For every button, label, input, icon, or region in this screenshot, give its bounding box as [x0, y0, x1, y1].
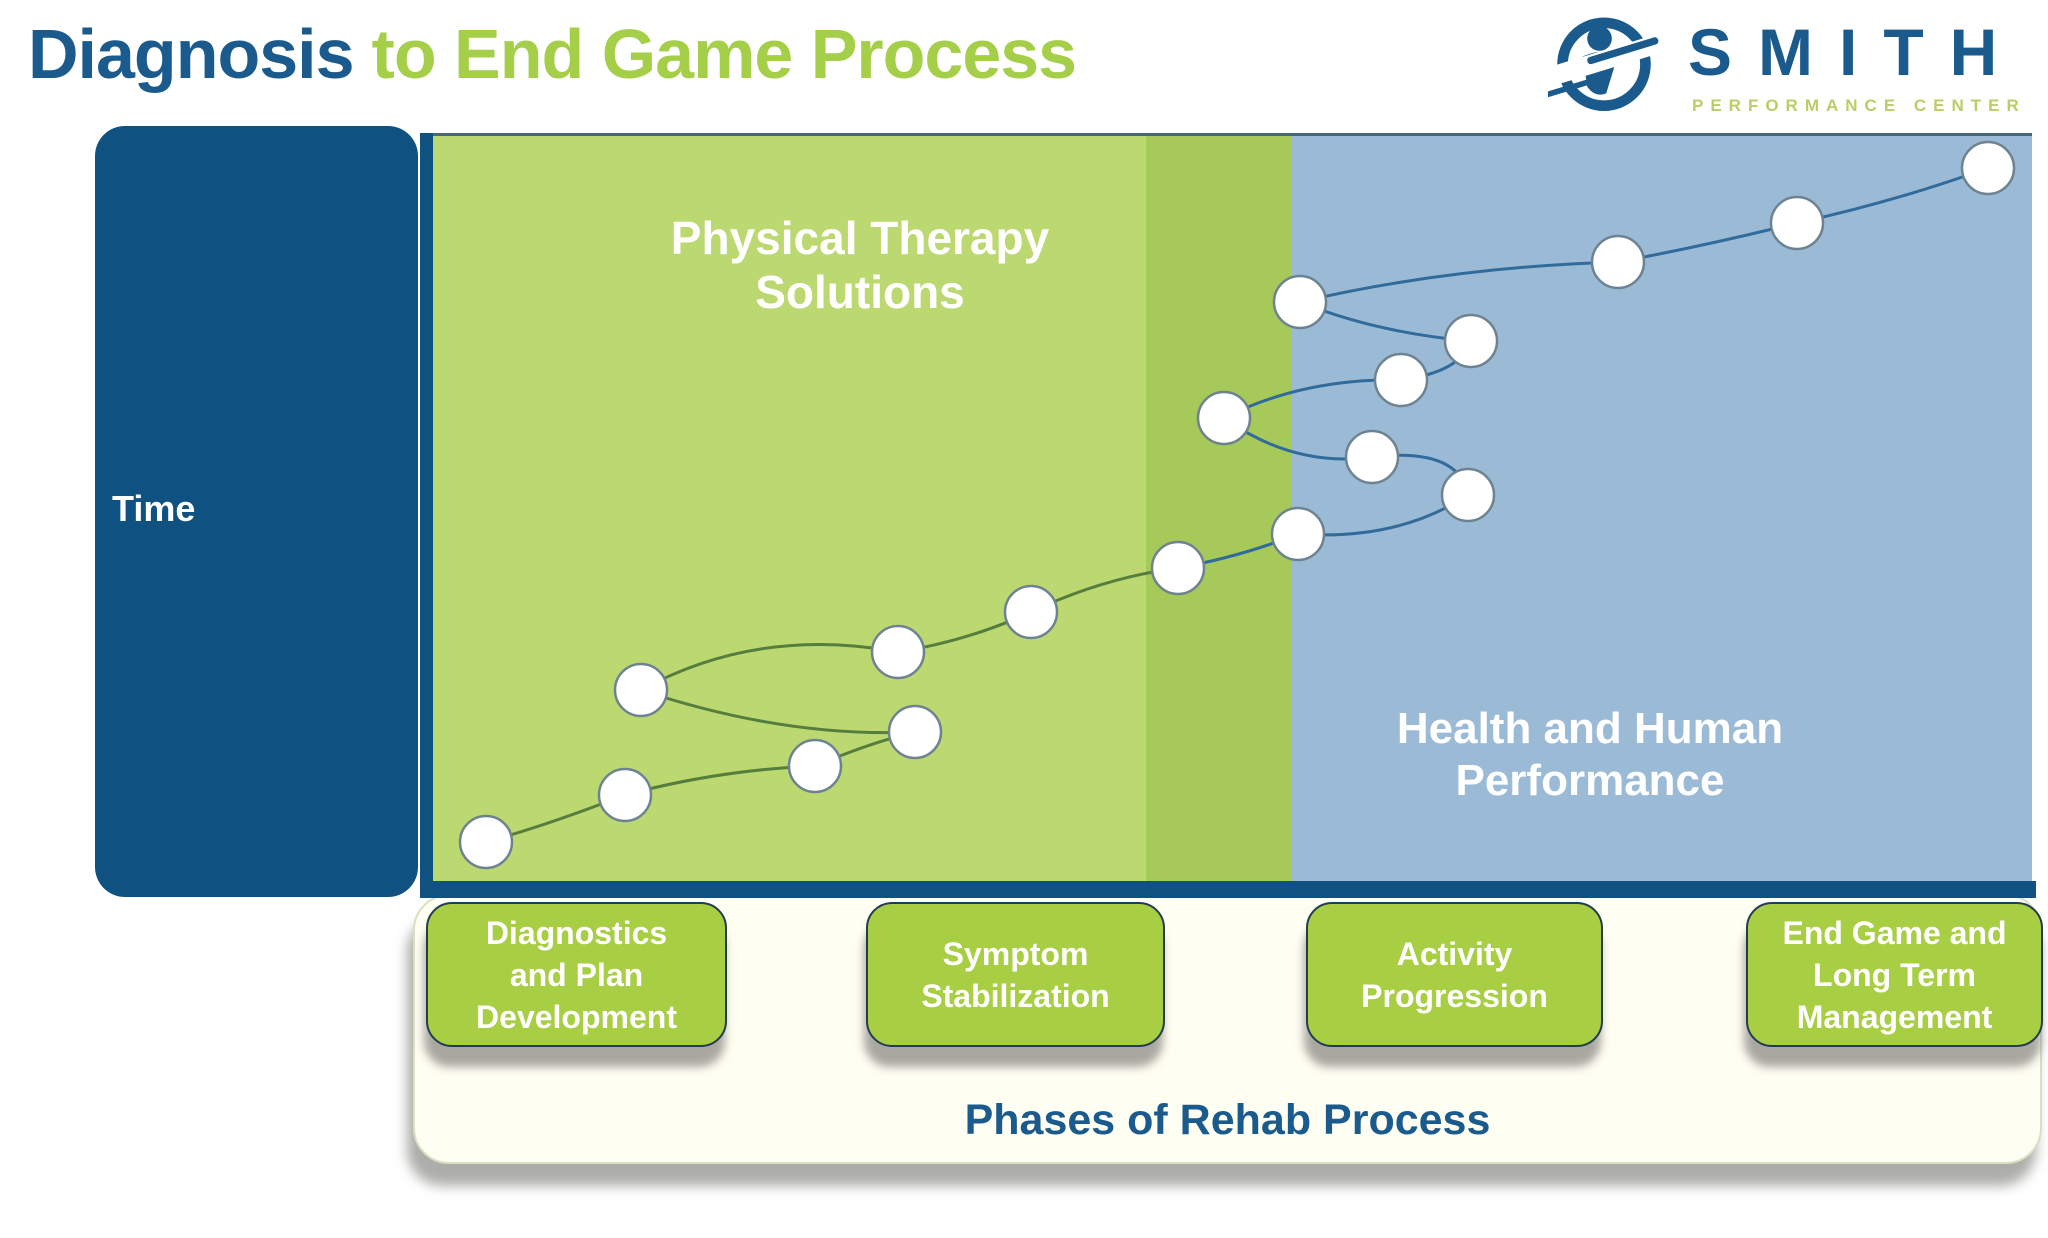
phase-label-line: and Plan	[509, 956, 644, 993]
phase-label-line: Management	[1796, 998, 1993, 1035]
smith-performance-center-logo: SMITH PERFORMANCE CENTER	[1520, 4, 2044, 122]
phase-label-line: Activity	[1396, 935, 1513, 972]
phase-diagnostics-and-plan-development: Diagnostics and Plan Development	[426, 902, 727, 1047]
phase-symptom-stabilization: Symptom Stabilization	[866, 902, 1165, 1047]
region-transition	[1146, 136, 1292, 881]
time-axis-box: Time	[95, 126, 418, 897]
physical-therapy-label: Physical Therapy Solutions	[570, 211, 1150, 319]
page-title-primary: Diagnosis	[28, 15, 355, 93]
phase-end-game-long-term-management: End Game and Long Term Management	[1746, 902, 2043, 1047]
logo-brand-text: SMITH	[1688, 15, 2024, 89]
health-performance-label: Health and Human Performance	[1300, 703, 1880, 807]
phase-label-line: Long Term	[1813, 956, 1976, 993]
phase-label-line: Stabilization	[921, 977, 1110, 1014]
y-axis-bar	[420, 133, 433, 898]
phase-activity-progression: Activity Progression	[1306, 902, 1603, 1047]
phases-caption: Phases of Rehab Process	[964, 1096, 1491, 1144]
label-line: Solutions	[755, 266, 965, 318]
page-title-secondary: to End Game Process	[371, 15, 1078, 93]
phase-label-line: End Game and	[1782, 914, 2007, 951]
time-axis-label: Time	[112, 488, 196, 529]
label-line: Physical Therapy	[670, 212, 1050, 264]
phase-label-line: Diagnostics	[485, 914, 668, 951]
label-line: Health and Human	[1396, 704, 1784, 753]
person-swoosh-circle-icon	[1520, 6, 1687, 118]
x-axis-bar	[420, 881, 2036, 898]
phase-label-line: Development	[476, 998, 677, 1035]
logo-tagline-text: PERFORMANCE CENTER	[1692, 96, 2026, 115]
label-line: Performance	[1455, 756, 1725, 805]
phase-label-line: Progression	[1361, 977, 1548, 1014]
phases-panel: Diagnostics and Plan Development Symptom…	[413, 894, 2043, 1164]
plot-area: Physical Therapy Solutions Health and Hu…	[433, 133, 2032, 881]
phase-label-line: Symptom	[942, 935, 1089, 972]
